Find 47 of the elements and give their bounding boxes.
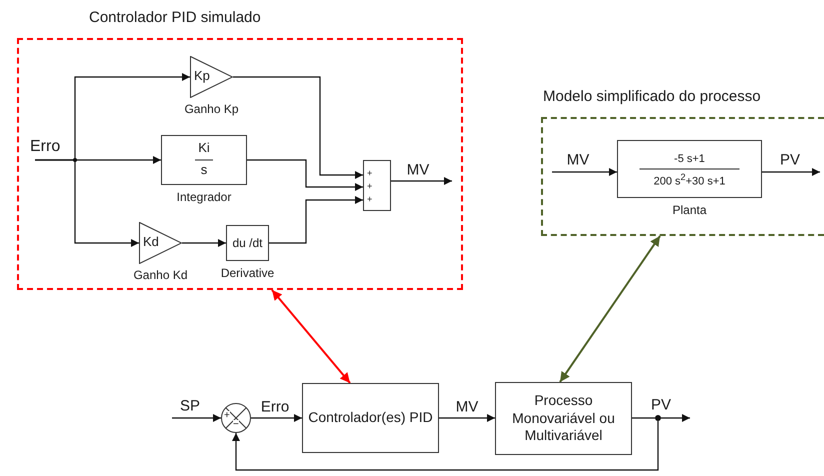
block-label: Ki [197, 141, 211, 156]
arrow [661, 414, 690, 422]
edge-label: PV [779, 152, 801, 168]
signal-label: Erro [30, 138, 60, 156]
sign-label: + [367, 195, 372, 205]
process-box [302, 383, 439, 453]
sum-block [363, 160, 391, 211]
edge-label: MV [454, 400, 480, 414]
arrow [269, 196, 363, 244]
arrow [172, 414, 221, 422]
arrow [247, 159, 363, 191]
block-caption: Planta [672, 204, 707, 218]
edge-label: Erro [260, 400, 290, 414]
edge-label: MV [406, 162, 430, 178]
block-label: Controlador(es) PID [307, 409, 434, 427]
arrow [552, 168, 617, 176]
arrow [232, 421, 659, 471]
block-label: Kp [194, 69, 210, 84]
block-label: Kd [143, 235, 159, 250]
block-label: du /dt [231, 236, 264, 250]
group-heading: Modelo simplificado do processo [543, 89, 761, 106]
edge-label: SP [179, 398, 201, 414]
process-box [495, 382, 632, 455]
arrow [391, 177, 452, 185]
block-label: s [200, 163, 208, 178]
arrow [251, 414, 302, 422]
block-caption: Ganho Kp [184, 103, 239, 116]
connector-line [632, 417, 655, 419]
arrow [182, 239, 226, 247]
arrow [439, 414, 495, 422]
junction-dot [655, 415, 661, 421]
block-caption: Integrador [176, 191, 232, 204]
arrow [559, 235, 661, 383]
group-heading: Controlador PID simulado [89, 10, 261, 26]
sign-label: + [367, 182, 372, 192]
block-label: Processo Monovariável ou Multivariável [511, 392, 616, 445]
block-caption: Ganho Kd [133, 269, 188, 282]
arrow [35, 159, 139, 247]
block-label: -5 s+1 [673, 152, 706, 165]
arrow [762, 168, 820, 176]
block-label: 200 s$^{2}$+30 s+1 [652, 172, 726, 188]
edge-label: PV [650, 398, 672, 412]
block-caption: Derivative [220, 267, 274, 280]
arrow [271, 289, 351, 384]
edge-label: MV [566, 152, 590, 168]
arrow [233, 76, 363, 179]
sign-label: + [367, 169, 372, 179]
